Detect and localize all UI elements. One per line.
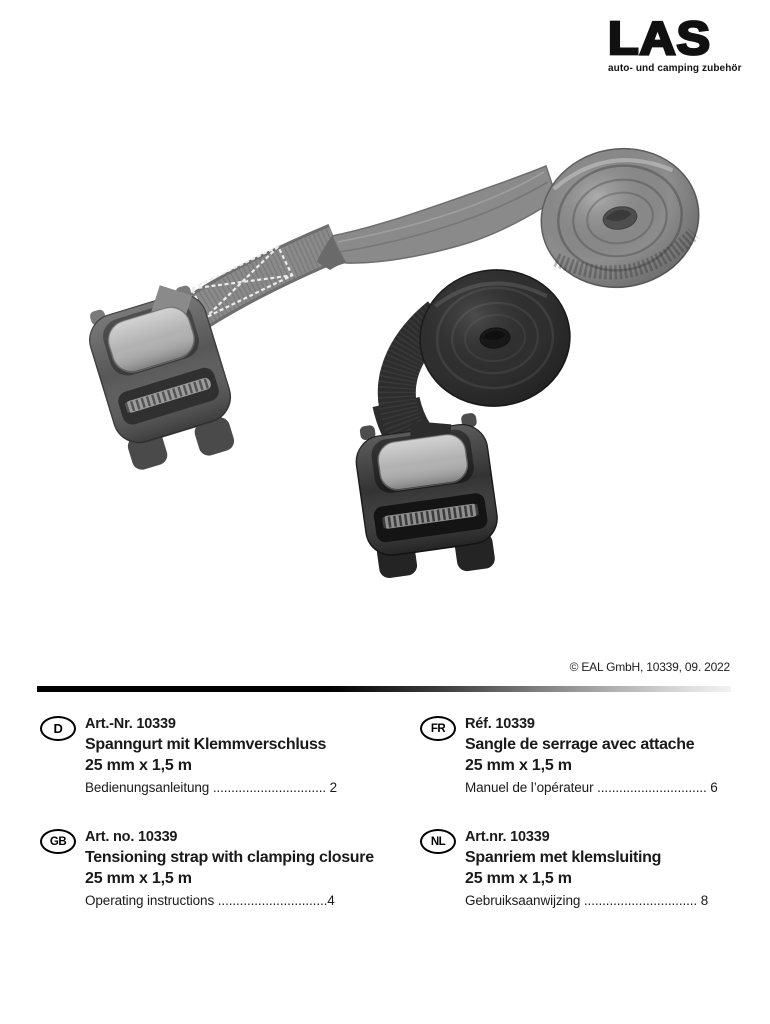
grey-strap-coil <box>540 147 700 289</box>
lang-badge-nl-label: NL <box>430 835 446 848</box>
copyright-note: © EAL GmbH, 10339, 09. 2022 <box>569 660 731 674</box>
article-number-nl: Art.nr. 10339 <box>465 829 550 845</box>
lang-badge-gb: GB <box>40 829 76 854</box>
section-german: D Art.-Nr. 10339 Spanngurt mit Klemmvers… <box>40 716 385 795</box>
toc-entry-de: Bedienungsanleitung ....................… <box>85 780 338 795</box>
brand-logo: LAS auto- und camping zubehör <box>607 12 742 74</box>
product-title-nl: Spanriem met klemsluiting <box>465 849 662 866</box>
divider-rule <box>37 686 731 692</box>
article-number-gb: Art. no. 10339 <box>85 829 178 845</box>
toc-entry-gb: Operating instructions .................… <box>85 893 335 908</box>
product-title-de: Spanngurt mit Klemmverschluss <box>85 736 327 753</box>
toc-entry-fr: Manuel de l’opérateur ..................… <box>465 780 718 795</box>
lang-badge-fr: FR <box>420 716 456 741</box>
brand-logo-tagline: auto- und camping zubehör <box>608 63 742 74</box>
black-buckle <box>355 413 498 578</box>
lang-badge-gb-label: GB <box>49 835 67 848</box>
lang-badge-d: D <box>40 716 76 741</box>
product-size-de: 25 mm x 1,5 m <box>85 757 192 774</box>
article-number-fr: Réf. 10339 <box>465 716 535 732</box>
black-strap-coil <box>419 269 571 407</box>
grey-strap-leaf <box>330 164 558 264</box>
product-size-nl: 25 mm x 1,5 m <box>465 870 572 887</box>
product-size-gb: 25 mm x 1,5 m <box>85 870 192 887</box>
section-french: FR Réf. 10339 Sangle de serrage avec att… <box>420 716 765 795</box>
lang-badge-fr-label: FR <box>430 722 446 735</box>
section-dutch: NL Art.nr. 10339 Spanriem met klemsluiti… <box>420 829 765 908</box>
grey-buckle <box>89 285 235 470</box>
product-size-fr: 25 mm x 1,5 m <box>465 757 572 774</box>
lang-badge-d-label: D <box>53 721 63 736</box>
grey-strap-fold <box>317 236 347 270</box>
brand-logo-text: LAS <box>607 12 712 65</box>
product-title-gb: Tensioning strap with clamping closure <box>85 849 374 866</box>
toc-entry-nl: Gebruiksaanwijzing .....................… <box>465 893 709 908</box>
product-title-fr: Sangle de serrage avec attache <box>465 736 695 753</box>
lang-badge-nl: NL <box>420 829 456 854</box>
product-photo <box>60 130 720 580</box>
section-english: GB Art. no. 10339 Tensioning strap with … <box>40 829 385 908</box>
article-number-de: Art.-Nr. 10339 <box>85 716 176 732</box>
